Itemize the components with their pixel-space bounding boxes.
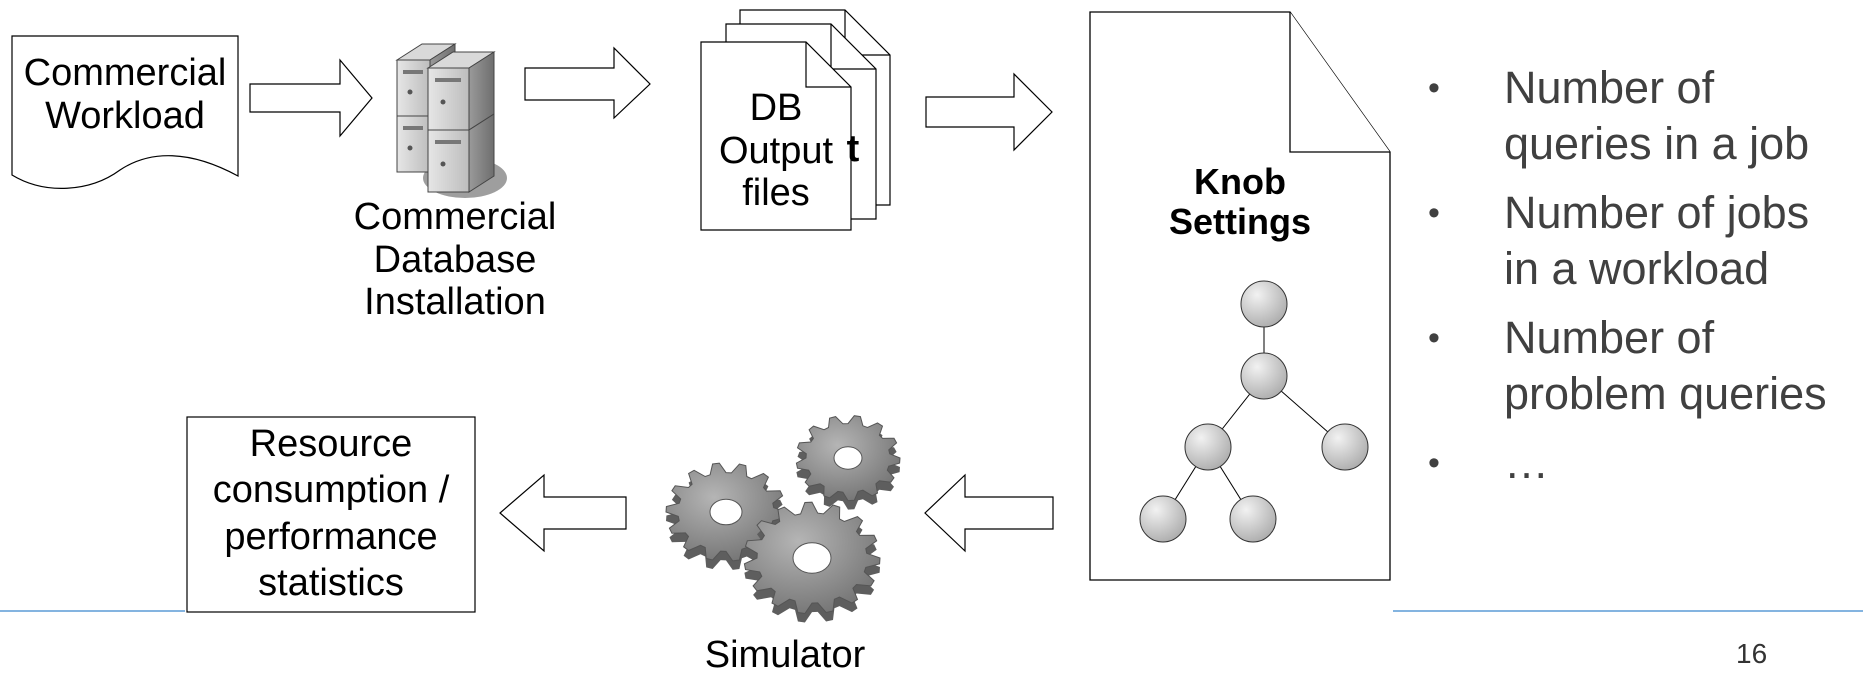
simulator-label: Simulator <box>670 634 900 677</box>
bullet-text-line2: queries in a job <box>1504 118 1810 169</box>
bullet-text-line2: problem queries <box>1504 368 1827 419</box>
arrow-output-to-knob <box>925 72 1053 152</box>
bullet-text-line1: Number of <box>1504 312 1715 363</box>
database-label-line2: Database <box>373 238 537 281</box>
output-files-label-line2: Output <box>718 129 834 172</box>
knob-tree-icon <box>1139 280 1369 543</box>
bullet-text-line2: in a workload <box>1504 243 1770 294</box>
gear-bottom-hole <box>792 542 832 574</box>
output-files-stack-icon <box>700 9 891 231</box>
database-label-line1: Commercial <box>353 196 557 238</box>
output-behind-fragment-text: t <box>846 128 860 170</box>
resource-box <box>186 416 476 613</box>
bullet-text-line1: Number of <box>1504 62 1715 113</box>
database-label: Commercial Database Installation <box>330 196 580 324</box>
resource-label-line3: performance <box>224 515 438 558</box>
bullet-glyph: • <box>1428 319 1440 357</box>
output-files-label-line1: DB <box>749 87 803 129</box>
bullet-glyph: • <box>1428 194 1440 232</box>
bullet-text-line1: … <box>1504 437 1549 488</box>
output-files-label: DB Output files <box>701 87 851 215</box>
output-behind-fragment: t <box>838 128 868 171</box>
knob-settings-label-line2: Settings <box>1168 201 1311 243</box>
page-number: 16 <box>1736 638 1767 670</box>
bullet-item: •… <box>1428 435 1858 491</box>
server-cluster-icon <box>395 43 507 198</box>
resource-label: Resource consumption / performance stati… <box>187 421 475 606</box>
knob-settings-label-line1: Knob <box>1194 161 1286 202</box>
bullet-glyph: • <box>1428 69 1440 107</box>
arrow-db-to-output <box>524 46 651 120</box>
gear-left-hole <box>709 498 743 526</box>
knob-settings-page <box>1089 11 1391 581</box>
arrow-simulator-to-resource <box>499 473 627 553</box>
page-number-text: 16 <box>1736 638 1768 669</box>
resource-label-line2: consumption / <box>212 469 450 512</box>
gear-top-right-hole <box>833 446 863 470</box>
workload-document-shape <box>11 35 239 189</box>
workload-label-line2: Workload <box>45 94 205 137</box>
resource-label-line4: statistics <box>258 562 404 605</box>
database-label-line3: Installation <box>364 281 546 324</box>
output-files-label-line3: files <box>742 172 810 215</box>
arrow-knob-to-simulator <box>924 473 1054 553</box>
knob-settings-label: Knob Settings <box>1140 161 1340 243</box>
workload-label: Commercial Workload <box>12 52 238 137</box>
arrow-workload-to-db <box>249 58 373 138</box>
bullet-text-line1: Number of jobs <box>1504 187 1810 238</box>
simulator-label-text: Simulator <box>704 634 866 676</box>
bullet-glyph: • <box>1428 444 1440 482</box>
simulator-gears-icon <box>665 415 901 623</box>
resource-label-line1: Resource <box>249 423 413 465</box>
workload-label-line1: Commercial <box>23 52 227 94</box>
